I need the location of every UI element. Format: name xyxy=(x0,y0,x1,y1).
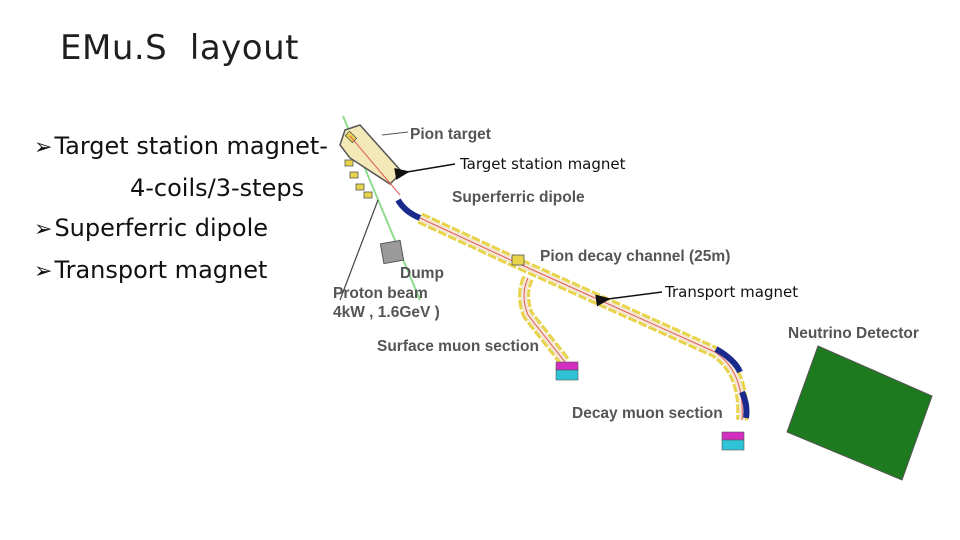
bullet-text: Superferric dipole xyxy=(54,214,269,242)
bullet-list: ➢ Target station magnet- 4-coils/3-steps… xyxy=(34,126,328,292)
dump-block xyxy=(379,239,405,265)
neutrino-detector xyxy=(786,345,933,481)
arrow-bullet-icon: ➢ xyxy=(34,135,53,160)
bullet-transport-magnet: ➢ Transport magnet xyxy=(34,250,328,292)
label-neutrino-detector: Neutrino Detector xyxy=(788,325,919,342)
bullet-text: Target station magnet- xyxy=(54,132,328,160)
decay-muon-endcap xyxy=(721,431,745,451)
label-proton-beam: Proton beam xyxy=(333,285,428,302)
bullet-text: Transport magnet xyxy=(54,256,268,284)
pion-decay-channel xyxy=(417,212,750,421)
arrow-bullet-icon: ➢ xyxy=(34,217,53,242)
label-surface-muon-section: Surface muon section xyxy=(377,338,539,355)
callout-arrow-target-station xyxy=(394,163,456,180)
bullet-target-station-magnet: ➢ Target station magnet- xyxy=(34,126,328,168)
label-pion-decay-channel: Pion decay channel (25m) xyxy=(540,248,730,265)
proton-beam-pointer xyxy=(339,199,379,301)
target-station-magnet xyxy=(339,124,404,199)
label-superferric-dipole: Superferric dipole xyxy=(452,189,585,206)
callout-arrow-transport xyxy=(595,291,663,307)
arrow-bullet-icon: ➢ xyxy=(34,259,53,284)
label-pion-target: Pion target xyxy=(410,126,491,143)
surface-muon-branch xyxy=(511,254,579,381)
label-proton-beam-energy: 4kW , 1.6GeV ) xyxy=(333,304,440,321)
callout-target-station-magnet: Target station magnet xyxy=(459,155,626,173)
slide-title: EMu.S layout xyxy=(60,28,299,68)
label-dump: Dump xyxy=(400,265,444,282)
bullet-subtext: 4-coils/3-steps xyxy=(130,174,305,202)
label-decay-muon-section: Decay muon section xyxy=(572,405,723,422)
bullet-superferric-dipole: ➢ Superferric dipole xyxy=(34,208,328,250)
superferric-dipole xyxy=(395,198,422,221)
callout-transport-magnet: Transport magnet xyxy=(664,283,798,301)
